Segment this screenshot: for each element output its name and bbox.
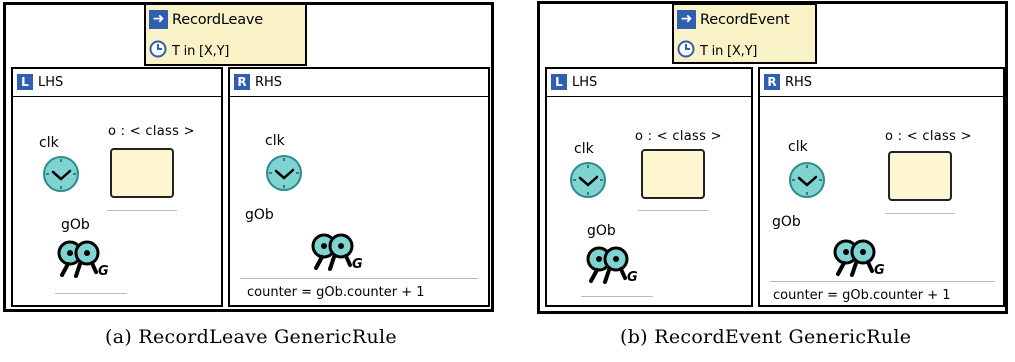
object-label: o : < class > bbox=[108, 124, 195, 139]
object-node[interactable] bbox=[110, 148, 174, 198]
generic-object-label: gOb bbox=[61, 217, 90, 233]
lhs-letter-icon: L bbox=[17, 74, 33, 90]
rule-recordevent: ➜ RecordEvent T in [X,Y] L LHS clk o : <… bbox=[537, 1, 1008, 314]
generic-object-icon: G bbox=[585, 245, 643, 291]
rhs-letter-icon: R bbox=[234, 74, 250, 90]
lhs-title: LHS bbox=[38, 74, 64, 90]
lhs-letter-icon: L bbox=[551, 74, 567, 90]
generic-object-icon: G bbox=[56, 239, 114, 285]
clock-icon bbox=[264, 153, 304, 197]
svg-text:G: G bbox=[627, 270, 638, 285]
generic-object-icon: G bbox=[832, 238, 890, 284]
rule-header: ➜ RecordEvent T in [X,Y] bbox=[672, 3, 817, 64]
rule-name: RecordEvent bbox=[700, 11, 790, 28]
rhs-title: RHS bbox=[785, 74, 813, 90]
generic-object-label: gOb bbox=[245, 207, 274, 223]
clock-icon bbox=[677, 40, 695, 62]
counter-equation: counter = gOb.counter + 1 bbox=[773, 288, 951, 303]
object-label: o : < class > bbox=[635, 129, 722, 144]
svg-text:G: G bbox=[98, 264, 109, 279]
generic-object-icon: G bbox=[310, 232, 368, 278]
caption-a: (a) RecordLeave GenericRule bbox=[105, 326, 397, 348]
generic-object-label: gOb bbox=[772, 214, 801, 230]
rhs-letter-icon: R bbox=[764, 74, 780, 90]
svg-text:G: G bbox=[874, 263, 885, 278]
clock-label: clk bbox=[265, 133, 285, 149]
time-condition: T in [X,Y] bbox=[700, 43, 758, 59]
time-condition: T in [X,Y] bbox=[172, 43, 230, 59]
rhs-panel: R RHS clk o : < class > gOb G counter = … bbox=[758, 67, 1005, 307]
lhs-panel: L LHS clk o : < class > gOb G bbox=[545, 67, 753, 307]
arrow-right-icon: ➜ bbox=[677, 10, 696, 29]
clock-icon bbox=[149, 40, 167, 62]
clock-icon bbox=[41, 154, 81, 198]
lhs-title: LHS bbox=[572, 74, 598, 90]
arrow-right-icon: ➜ bbox=[149, 10, 168, 29]
object-label: o : < class > bbox=[885, 129, 972, 144]
caption-b: (b) RecordEvent GenericRule bbox=[620, 326, 912, 348]
counter-equation: counter = gOb.counter + 1 bbox=[247, 285, 425, 300]
rule-header: ➜ RecordLeave T in [X,Y] bbox=[144, 3, 307, 66]
rhs-panel: R RHS clk gOb G counter = gOb.counter + … bbox=[228, 67, 490, 307]
rule-recordleave: ➜ RecordLeave T in [X,Y] L LHS clk o : <… bbox=[3, 2, 494, 312]
lhs-panel: L LHS clk o : < class > gOb G bbox=[11, 67, 223, 307]
clock-label: clk bbox=[788, 139, 808, 155]
clock-icon bbox=[568, 160, 608, 204]
rule-name: RecordLeave bbox=[172, 11, 264, 28]
rhs-title: RHS bbox=[255, 74, 283, 90]
generic-object-label: gOb bbox=[587, 223, 616, 239]
clock-icon bbox=[787, 160, 827, 204]
object-node[interactable] bbox=[888, 151, 952, 201]
object-node[interactable] bbox=[641, 149, 705, 199]
clock-label: clk bbox=[574, 141, 594, 157]
clock-label: clk bbox=[39, 135, 59, 151]
svg-text:G: G bbox=[352, 257, 363, 272]
